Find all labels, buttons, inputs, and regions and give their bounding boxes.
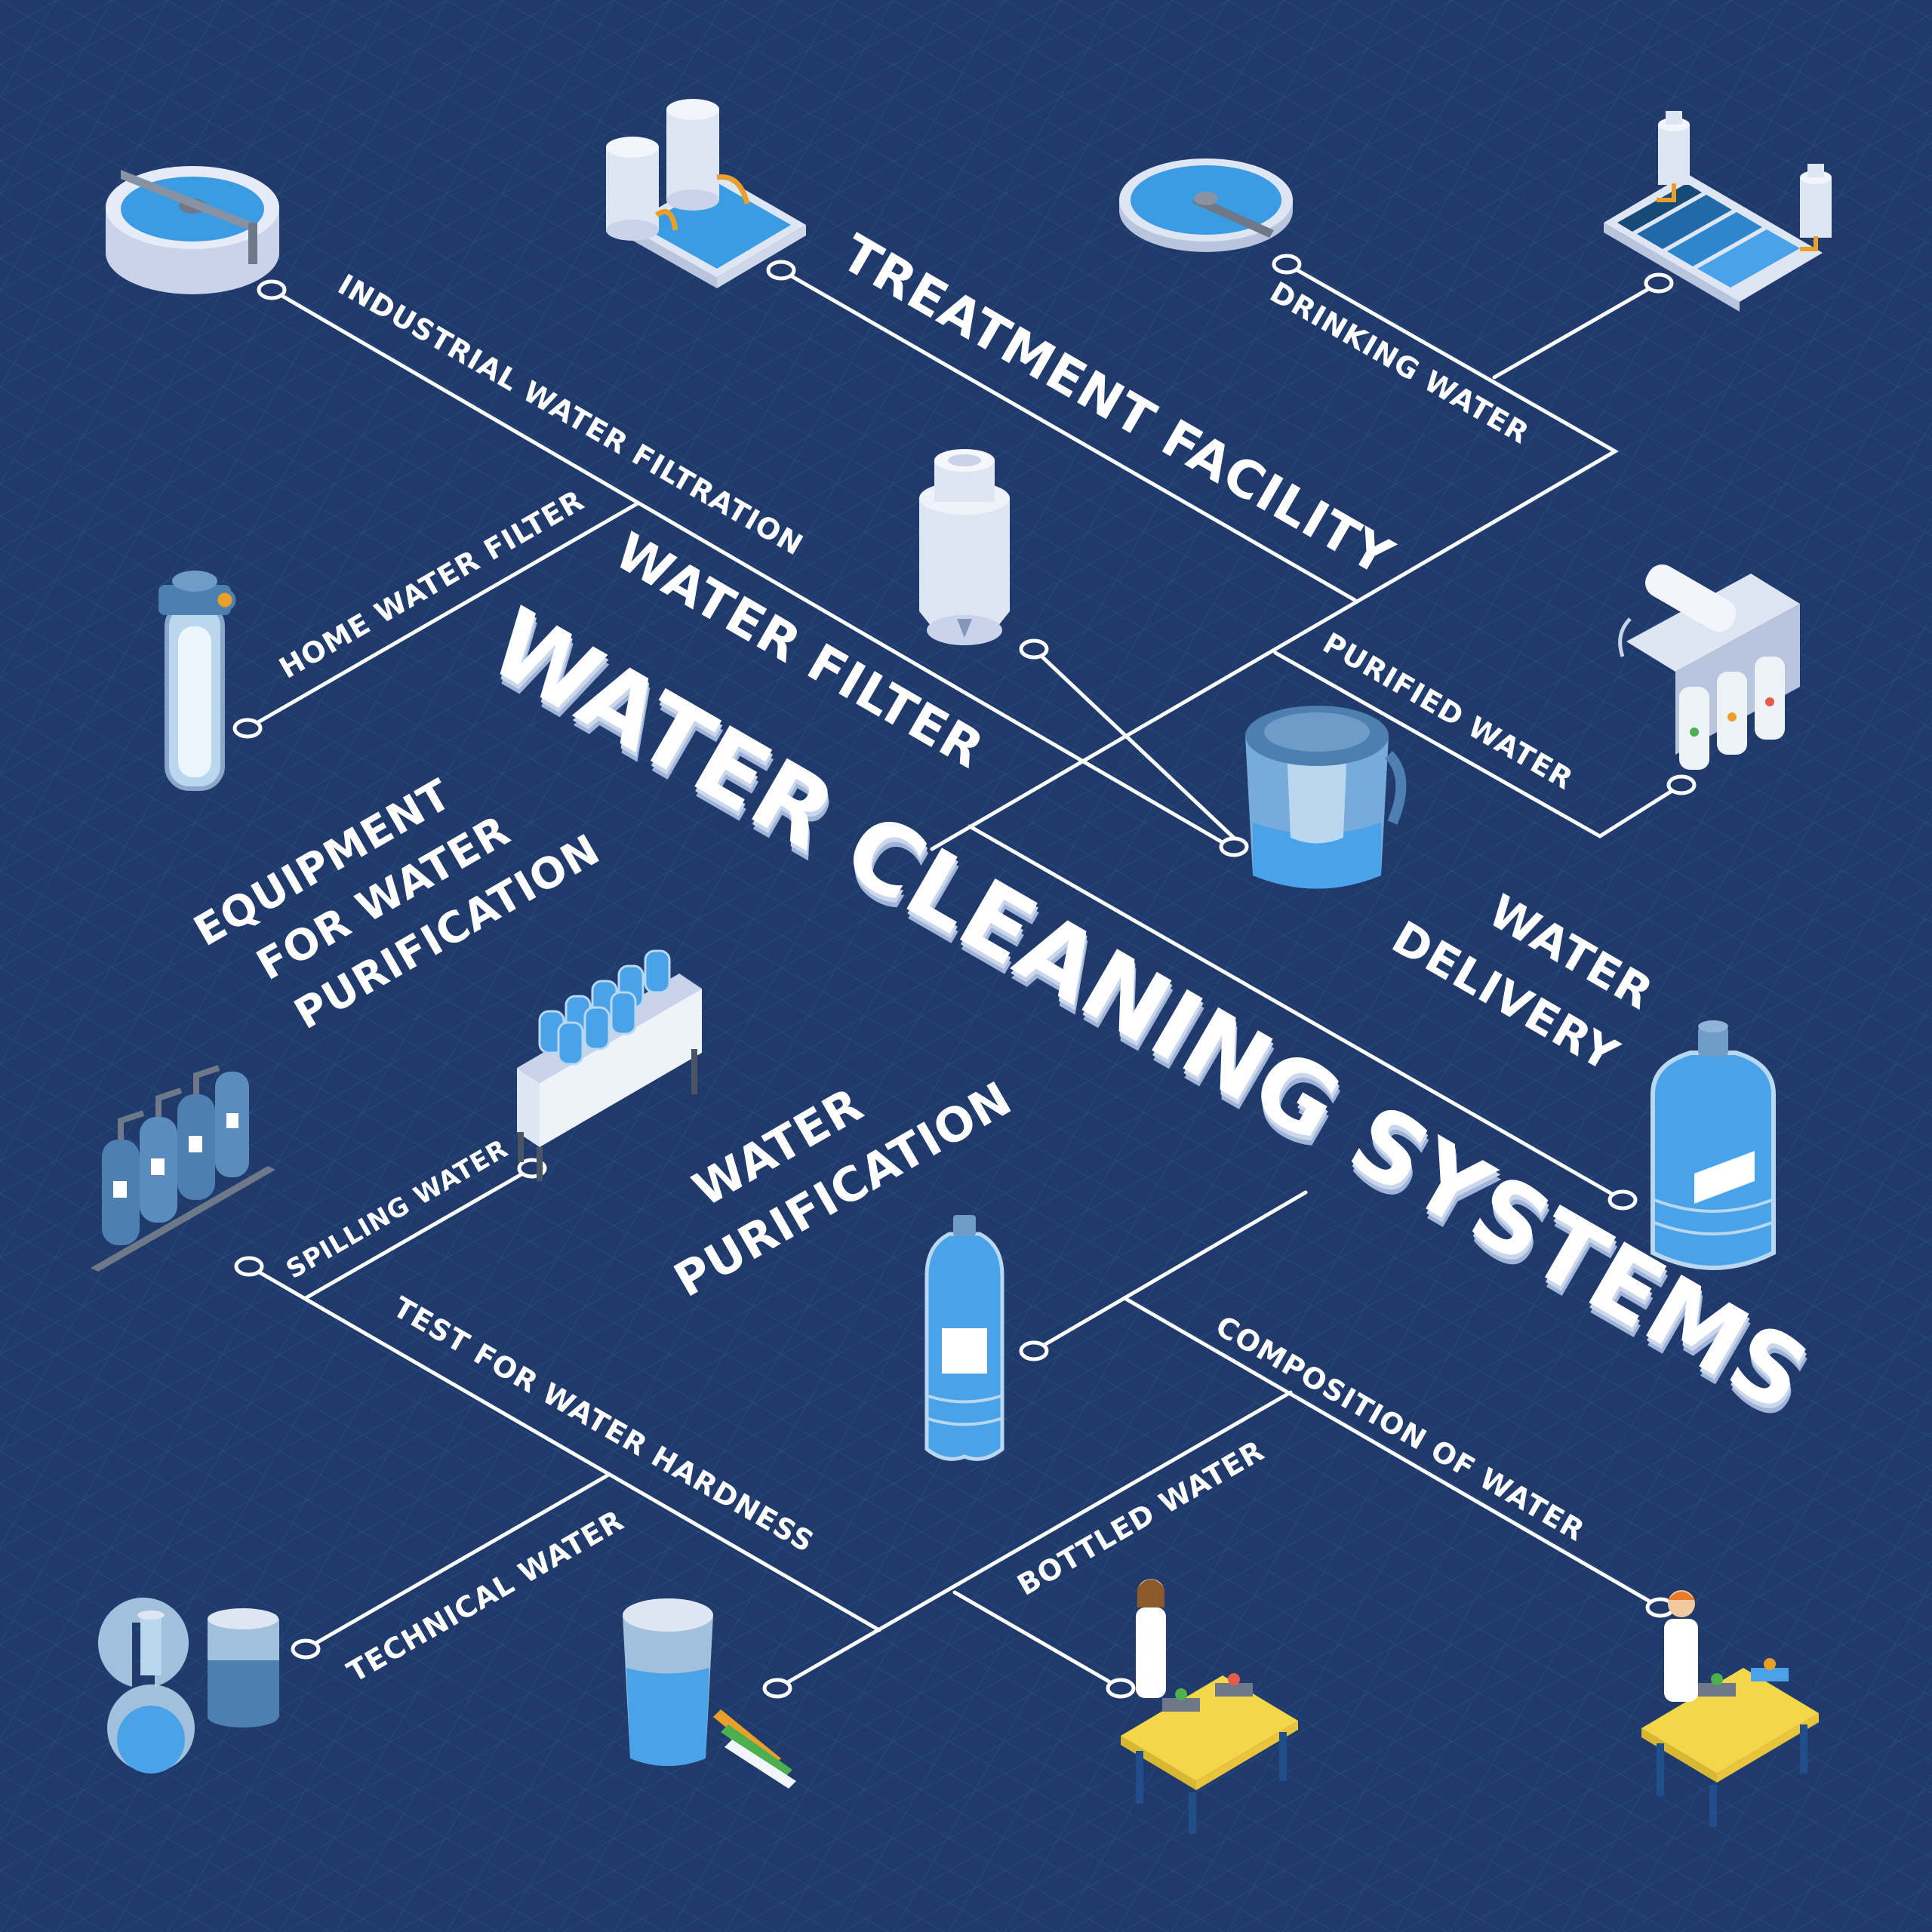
pressure-tanks-icon	[91, 1065, 275, 1272]
line-industrial-filtration	[269, 288, 1236, 851]
line-bottled-water	[775, 1390, 1293, 1690]
line-treatment-facility	[779, 268, 1357, 602]
line-bottle	[1032, 1190, 1308, 1353]
line-test-water-hardness	[247, 1264, 881, 1632]
clarifier-tank-icon	[106, 166, 279, 294]
line-spilling-water	[303, 1166, 534, 1300]
connector-lines	[245, 262, 1684, 1690]
line-home-water-filter	[245, 501, 640, 731]
line-technical-water	[303, 1473, 610, 1651]
filtration-basin-icon	[1604, 111, 1832, 312]
home-filter-housing-icon	[158, 571, 236, 791]
line-cartridge	[1032, 647, 1240, 844]
water-cooler-bottle-icon	[1651, 1020, 1776, 1270]
line-water-delivery	[968, 824, 1625, 1202]
node-flasks	[291, 1638, 321, 1660]
filter-columns-icon	[606, 99, 806, 288]
node-home-filter	[232, 718, 263, 739]
node-cooler-bottle	[1607, 1189, 1638, 1211]
line-bottled-water-branch	[952, 1590, 1123, 1690]
node-plastic-bottle	[1019, 1340, 1049, 1361]
reverse-osmosis-icon	[1618, 564, 1800, 770]
line-drinking-water	[930, 262, 1620, 851]
glass-test-strips-icon	[623, 1598, 796, 1789]
bottle-rack-icon	[517, 949, 702, 1181]
line-composition-of-water	[1122, 1296, 1663, 1610]
round-settling-tank-icon	[1119, 158, 1293, 252]
water-pitcher-icon	[1245, 706, 1407, 889]
node-settling-tank	[1272, 254, 1302, 275]
node-pitcher	[1219, 836, 1249, 857]
lab-scientist-woman-icon	[1121, 1579, 1298, 1834]
lab-scientist-man-icon	[1641, 1590, 1819, 1826]
node-reverse-osmosis	[1666, 774, 1697, 795]
plastic-bottle-icon	[924, 1215, 1004, 1461]
node-glass	[762, 1678, 792, 1699]
node-clarifier	[257, 279, 287, 300]
lab-flasks-icon	[98, 1597, 279, 1774]
connector-nodes	[232, 254, 1697, 1699]
line-drinking-water-branch	[1492, 281, 1661, 380]
node-pressure-tanks	[234, 1256, 264, 1277]
node-cartridge	[1019, 638, 1049, 660]
node-lab-woman	[1106, 1678, 1136, 1699]
node-filtration-basin	[1644, 272, 1674, 294]
filter-cartridge-icon	[919, 449, 1010, 645]
node-filter-columns	[766, 260, 796, 281]
line-purified-water	[1273, 651, 1684, 838]
